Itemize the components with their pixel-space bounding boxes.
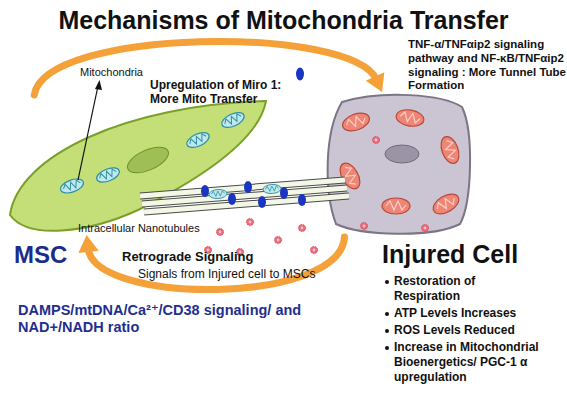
arrow-shaft bbox=[34, 41, 376, 95]
mitochondrion bbox=[263, 184, 282, 194]
node-label: Injured Cell bbox=[382, 239, 518, 269]
ros-dot bbox=[298, 224, 305, 231]
bullet-dot bbox=[385, 312, 389, 316]
miro-protein bbox=[280, 187, 288, 199]
miro-protein bbox=[296, 68, 304, 81]
diagram-title: Mechanisms of Mitochondria Transfer bbox=[0, 5, 567, 35]
bullet-dot bbox=[385, 280, 389, 284]
pathway-label: Retrograde Signaling bbox=[122, 249, 322, 265]
outcome-item: ROS Levels Reduced bbox=[394, 323, 544, 338]
node-label: MSC bbox=[14, 241, 67, 270]
miro-protein bbox=[258, 196, 266, 208]
structure-label: Intracellular Nanotubules bbox=[78, 222, 218, 235]
injured-cell: Injured Cell bbox=[322, 92, 472, 237]
injured-cell-outline bbox=[322, 92, 472, 237]
miro-protein bbox=[201, 185, 209, 197]
arrow-head bbox=[366, 72, 385, 92]
outcome-text: Increase in Mitochondrial Bioenergetics/… bbox=[394, 340, 539, 384]
cell-membrane bbox=[10, 101, 266, 231]
miro-protein bbox=[228, 193, 236, 205]
leader-head bbox=[95, 80, 102, 90]
outcome-text: ROS Levels Reduced bbox=[394, 323, 515, 337]
bullet-dot bbox=[385, 346, 389, 350]
arrow-head bbox=[78, 235, 98, 253]
ros-dot bbox=[216, 228, 223, 235]
transfer-arrow bbox=[78, 235, 344, 290]
ros-dot bbox=[246, 218, 253, 225]
outcome-item: Restoration of Respiration bbox=[394, 274, 544, 304]
ros-dot bbox=[310, 246, 317, 253]
organelle-label: Mitochondria bbox=[80, 66, 160, 79]
arrow-shaft bbox=[88, 237, 344, 290]
outcome-text: Restoration of Respiration bbox=[394, 274, 475, 303]
cell-membrane bbox=[328, 95, 470, 234]
pathway-note: Signals from Injured cell to MSCs bbox=[138, 267, 358, 281]
msc-cell-outline bbox=[8, 95, 270, 235]
miro-protein bbox=[298, 194, 306, 206]
transfer-arrow bbox=[34, 41, 384, 95]
bullet-dot bbox=[385, 329, 389, 333]
outcome-item: ATP Levels Increases bbox=[394, 306, 544, 321]
outcome-text: ATP Levels Increases bbox=[394, 306, 516, 320]
signaling-note: TNF-α/TNFαip2 signaling pathway and NF-κ… bbox=[408, 38, 566, 93]
outcome-item: Increase in Mitochondrial Bioenergetics/… bbox=[394, 340, 544, 385]
msc-cell: MSC bbox=[8, 95, 270, 235]
ros-dot bbox=[274, 236, 281, 243]
signal-list: DAMPS/mtDNA/Ca²⁺/CD38 signaling/ and NAD… bbox=[18, 302, 318, 337]
mechanism-note: Upregulation of Miro 1: More Mito Transf… bbox=[150, 78, 300, 107]
mitochondrion bbox=[209, 189, 228, 199]
miro-protein bbox=[244, 181, 252, 193]
